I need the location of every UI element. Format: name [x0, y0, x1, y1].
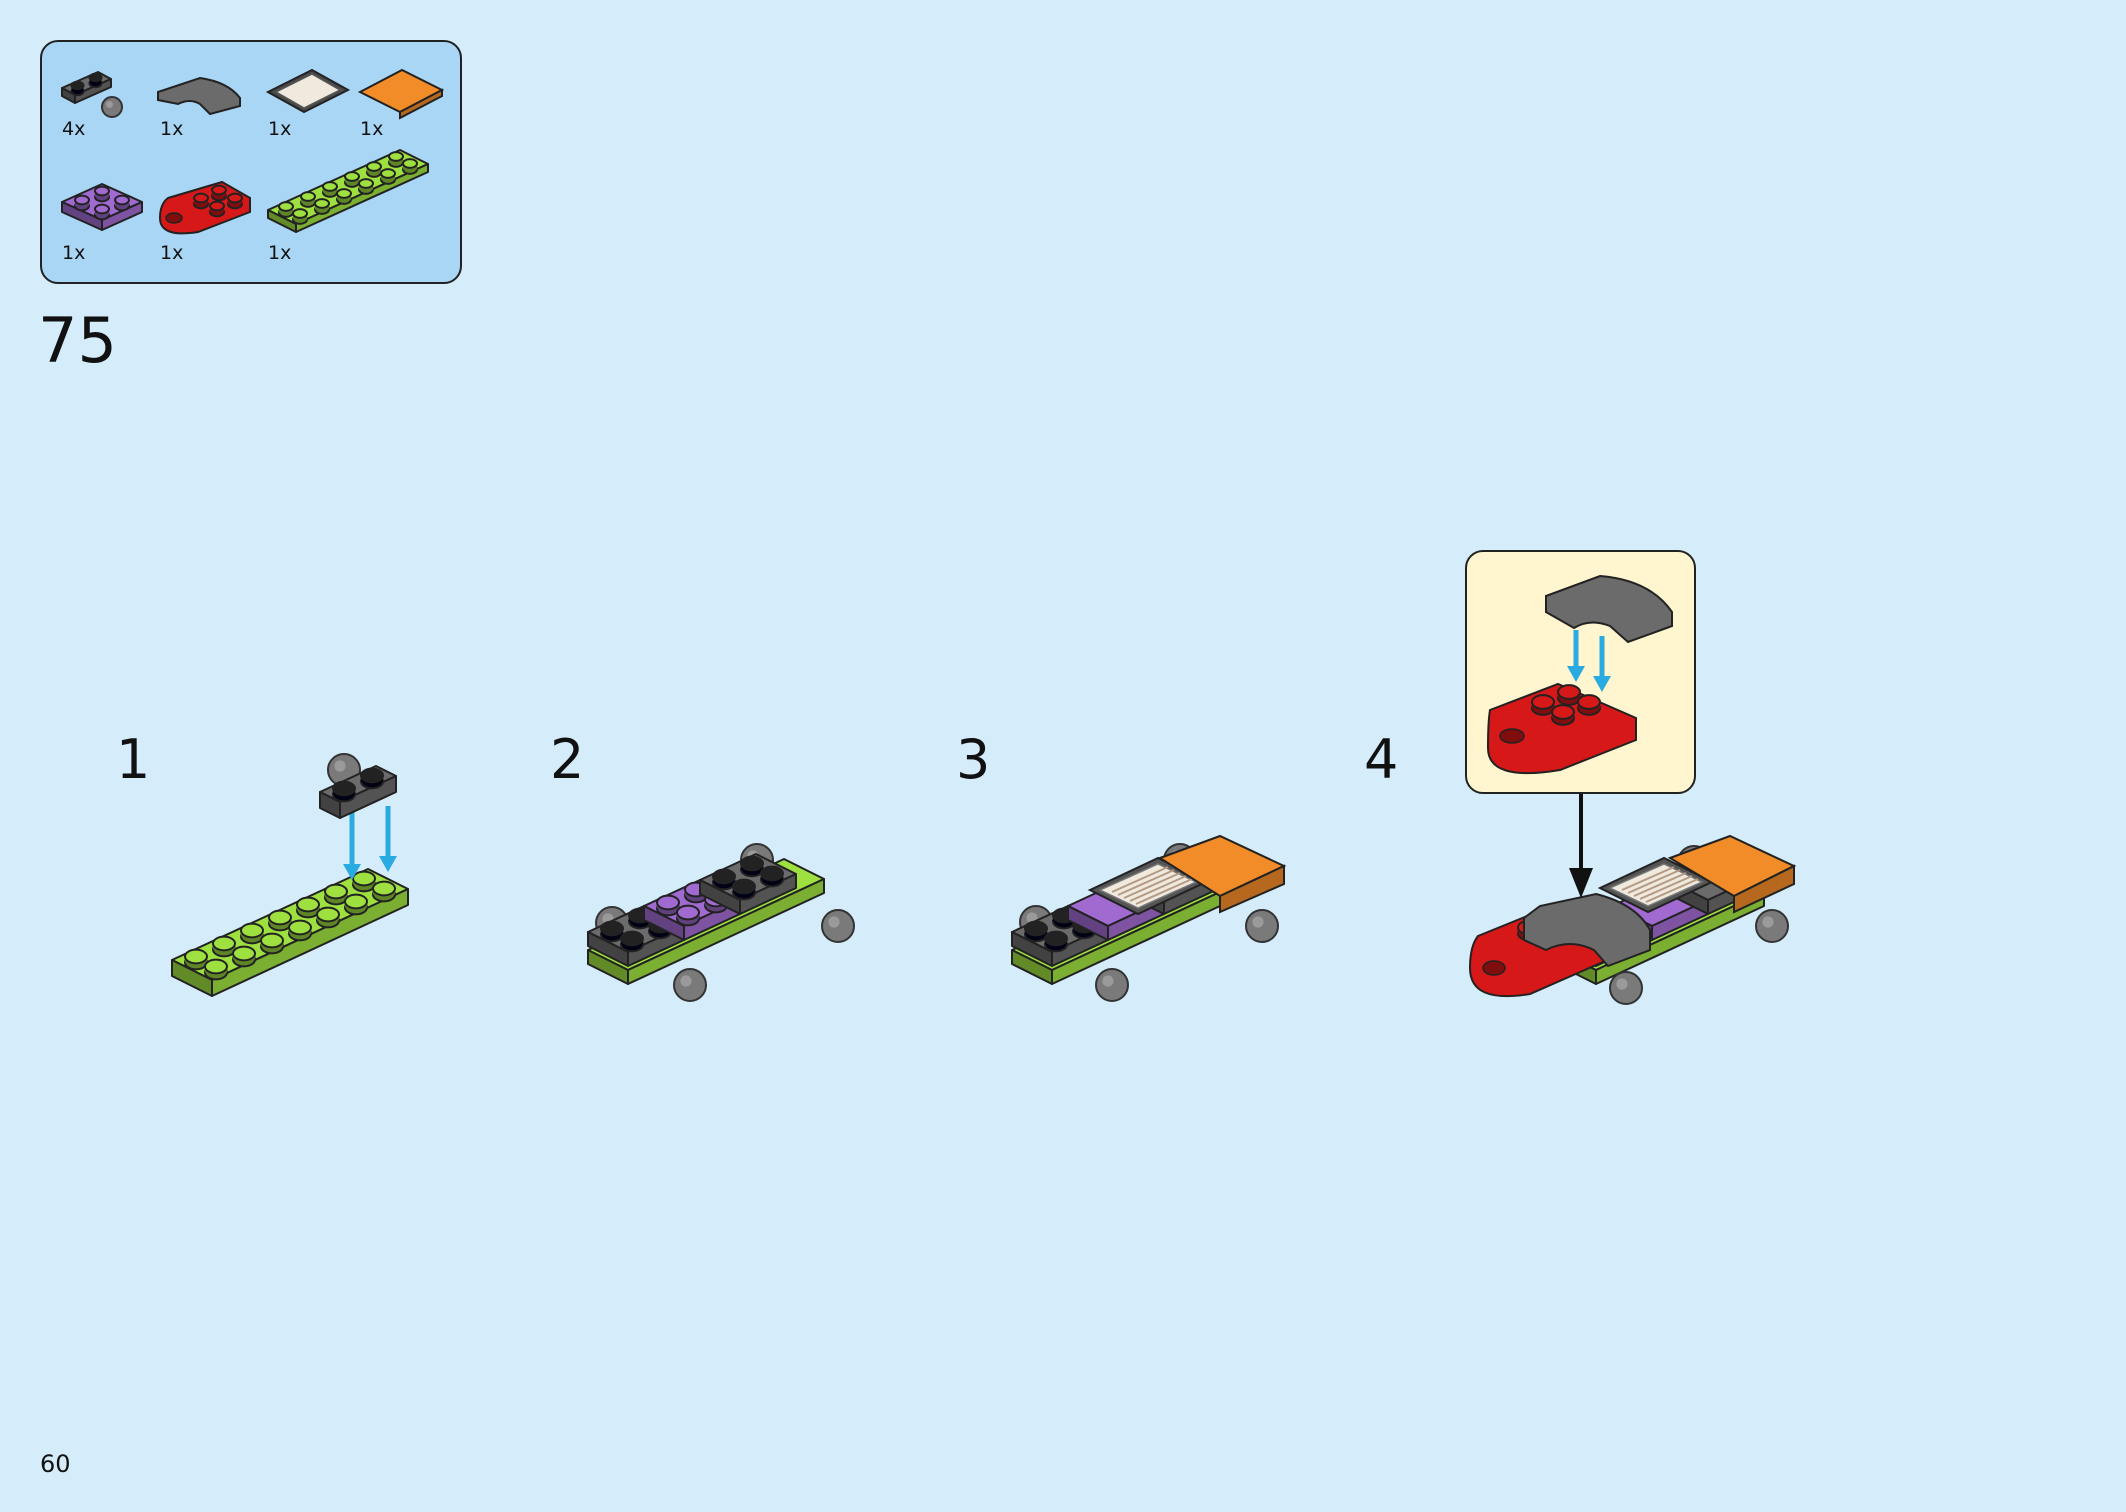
substep-1-model: [171, 806, 409, 997]
dark-gray-wheel-plate-icon: [61, 71, 123, 118]
dark-gray-curved-slope-icon: [157, 76, 241, 116]
red-rounded-plate-icon: [158, 180, 251, 235]
substep-2-number: 2: [550, 728, 585, 791]
printed-grille-tile-icon: [265, 68, 351, 114]
purple-plate-icon: [61, 183, 143, 231]
part-qty-4: 1x: [360, 118, 384, 140]
lime-plate-icon: [267, 149, 429, 233]
gray-plate-with-wheel-falling: [319, 753, 397, 819]
substep-2-model: [587, 843, 855, 1002]
substep-4-model: [1468, 794, 1797, 1005]
substep-3-model: [1011, 834, 1287, 1002]
page-number: 60: [40, 1450, 71, 1478]
substep-4-number: 4: [1364, 728, 1399, 791]
part-qty-7: 1x: [268, 242, 292, 264]
step-number: 75: [38, 304, 117, 377]
part-qty-2: 1x: [160, 118, 184, 140]
part-qty-6: 1x: [160, 242, 184, 264]
part-qty-3: 1x: [268, 118, 292, 140]
orange-tile-icon: [357, 68, 445, 120]
part-qty-1: 4x: [62, 118, 86, 140]
substep-1-number: 1: [116, 728, 151, 791]
part-qty-5: 1x: [62, 242, 86, 264]
substep-3-number: 3: [956, 728, 991, 791]
callout-sub-assembly: [1486, 574, 1673, 775]
